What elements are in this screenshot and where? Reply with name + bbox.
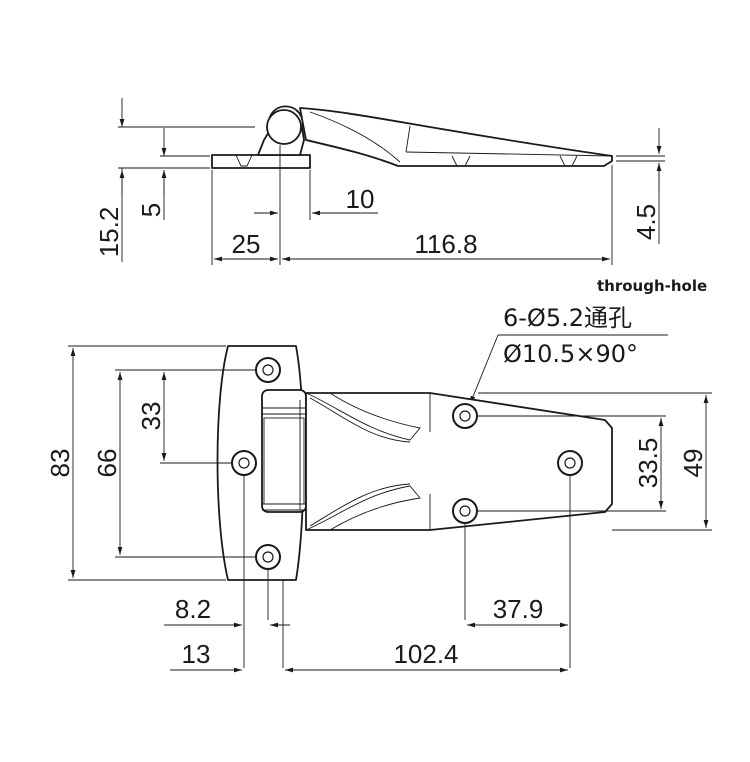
side-arm-inner xyxy=(309,111,401,163)
dim-33: 33 xyxy=(136,402,166,431)
dim-116-8: 116.8 xyxy=(414,229,477,259)
hole-right-bottom xyxy=(452,498,478,524)
dim-33-5: 33.5 xyxy=(633,438,663,489)
dim-15-2: 15.2 xyxy=(94,207,124,258)
side-arm xyxy=(299,107,613,167)
top-view: 83 66 33 33.5 49 8.2 37.9 13 102.4 xyxy=(45,345,712,673)
callout-countersink: Ø10.5×90° xyxy=(503,340,638,368)
hole-right-top xyxy=(452,403,478,429)
top-cutout-lower-arm xyxy=(309,483,411,527)
hole-left-bottom xyxy=(255,544,281,570)
hole-right-tip xyxy=(557,450,583,476)
top-cutout-upper xyxy=(305,392,421,441)
side-countersink-left xyxy=(235,154,253,167)
hole-left-mid xyxy=(231,450,257,476)
dim-5: 5 xyxy=(136,203,166,217)
side-countersink-right xyxy=(559,155,578,167)
hole-callout: through-hole 6-Ø5.2通孔 Ø10.5×90° xyxy=(469,277,707,405)
side-view: 15.2 5 10 25 116.8 4.5 xyxy=(94,98,665,265)
dim-66: 66 xyxy=(92,449,122,478)
dim-10: 10 xyxy=(346,184,375,214)
dim-25: 25 xyxy=(232,229,261,259)
callout-through-hole: through-hole xyxy=(597,277,707,295)
side-countersink-mid xyxy=(451,155,471,167)
dim-49: 49 xyxy=(678,449,708,478)
dim-37-9: 37.9 xyxy=(493,594,544,624)
hole-left-top xyxy=(255,357,281,383)
dim-102-4: 102.4 xyxy=(393,639,458,669)
dim-13: 13 xyxy=(182,639,211,669)
top-cutout-upper-arm xyxy=(309,397,411,443)
top-right-leaf xyxy=(305,392,613,531)
dim-83: 83 xyxy=(45,449,75,478)
side-knuckle-circle xyxy=(266,109,302,145)
callout-holes: 6-Ø5.2通孔 xyxy=(503,304,632,332)
dim-8-2: 8.2 xyxy=(175,594,211,624)
side-arm-line xyxy=(405,125,411,153)
dim-4-5: 4.5 xyxy=(631,204,661,240)
side-leaf-plate xyxy=(211,154,311,169)
side-arm-line2 xyxy=(405,151,613,157)
top-cutout-lower xyxy=(305,485,421,531)
